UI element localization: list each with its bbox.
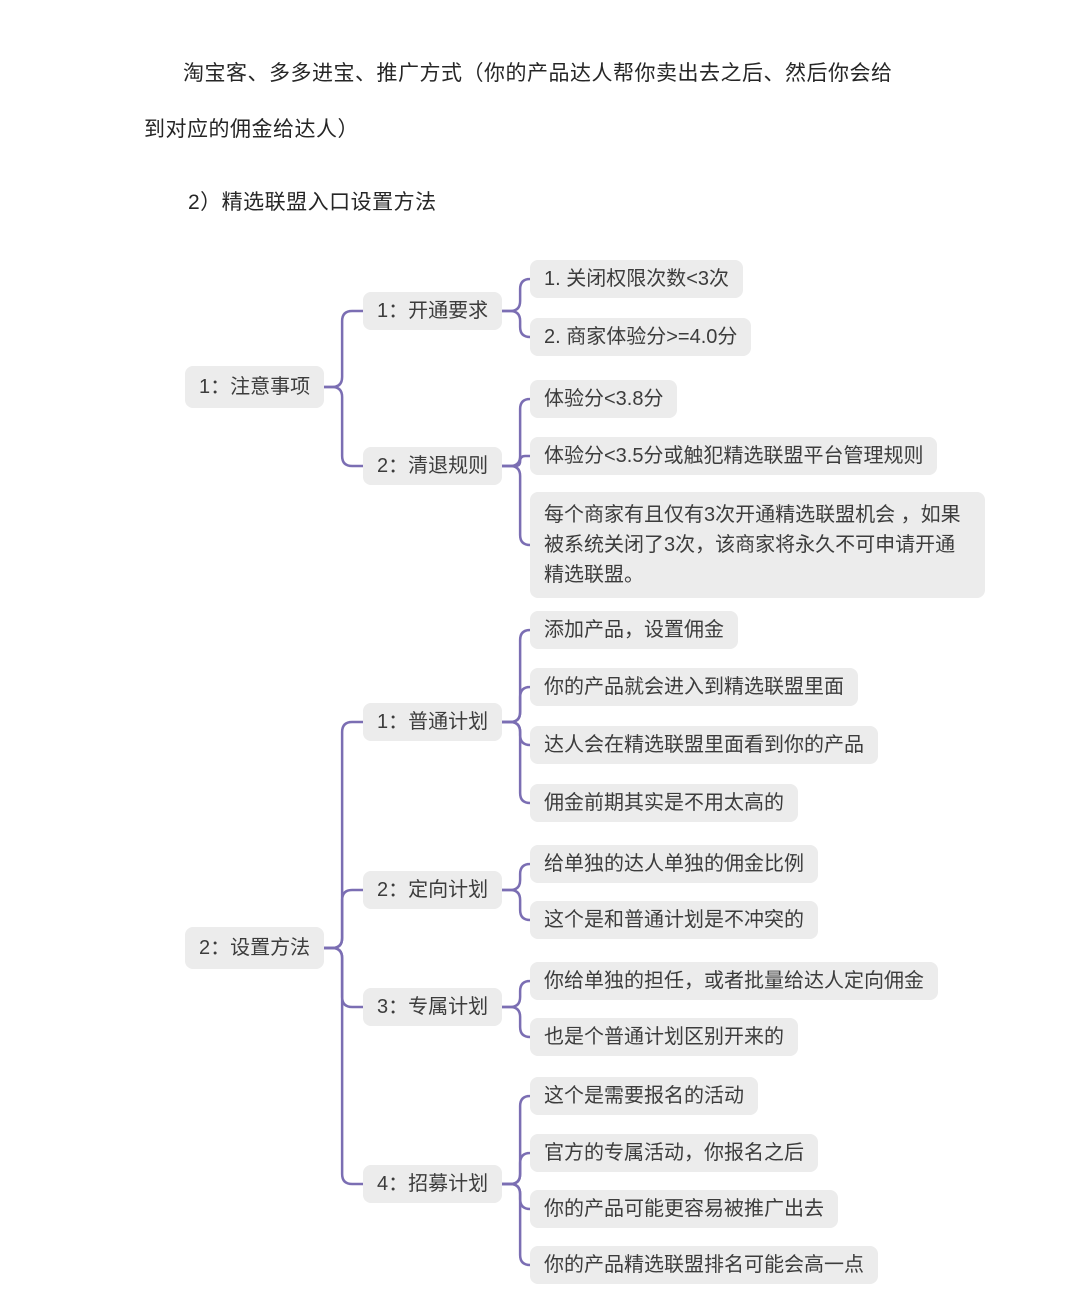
leaf-add-product-set-commission: 添加产品，设置佣金 (530, 611, 738, 649)
leaf-score-below-38: 体验分<3.8分 (530, 380, 678, 418)
leaf-signup-activity: 这个是需要报名的活动 (530, 1077, 758, 1115)
node-exclusive-plan: 3：专属计划 (363, 988, 503, 1026)
node-targeted-plan: 2：定向计划 (363, 871, 503, 909)
leaf-talents-see-product: 达人会在精选联盟里面看到你的产品 (530, 726, 878, 764)
leaf-batch-targeted-commission: 你给单独的担任，或者批量给达人定向佣金 (530, 962, 938, 1000)
leaf-commission-not-high: 佣金前期其实是不用太高的 (530, 784, 798, 822)
node-setup-methods: 2：设置方法 (185, 927, 325, 969)
intro-paragraph-line2: 到对应的佣金给达人） (144, 118, 359, 141)
leaf-higher-ranking: 你的产品精选联盟排名可能会高一点 (530, 1246, 878, 1284)
leaf-easier-promotion: 你的产品可能更容易被推广出去 (530, 1190, 838, 1228)
leaf-three-chances-rule: 每个商家有且仅有3次开通精选联盟机会 ，如果被系统关闭了3次，该商家将永久不可申… (530, 492, 985, 598)
node-attention-items: 1：注意事项 (185, 366, 325, 408)
node-open-requirements: 1：开通要求 (363, 292, 503, 330)
intro-paragraph-line1: 淘宝客、多多进宝、推广方式（你的产品达人帮你卖出去之后、然后你会给 (183, 62, 893, 85)
node-normal-plan: 1：普通计划 (363, 703, 503, 741)
leaf-distinct-from-normal-plan: 也是个普通计划区别开来的 (530, 1018, 798, 1056)
leaf-close-permission-times: 1. 关闭权限次数<3次 (530, 260, 744, 298)
node-exit-rules: 2：清退规则 (363, 447, 503, 485)
section-heading: 2）精选联盟入口设置方法 (188, 191, 437, 214)
node-recruit-plan: 4：招募计划 (363, 1165, 503, 1203)
leaf-no-conflict-with-normal: 这个是和普通计划是不冲突的 (530, 901, 818, 939)
leaf-product-enters-alliance: 你的产品就会进入到精选联盟里面 (530, 668, 858, 706)
leaf-official-exclusive-activity: 官方的专属活动，你报名之后 (530, 1134, 818, 1172)
leaf-score-below-35-or-violation: 体验分<3.5分或触犯精选联盟平台管理规则 (530, 437, 938, 475)
leaf-individual-commission-rate: 给单独的达人单独的佣金比例 (530, 845, 818, 883)
leaf-merchant-score: 2. 商家体验分>=4.0分 (530, 318, 752, 356)
